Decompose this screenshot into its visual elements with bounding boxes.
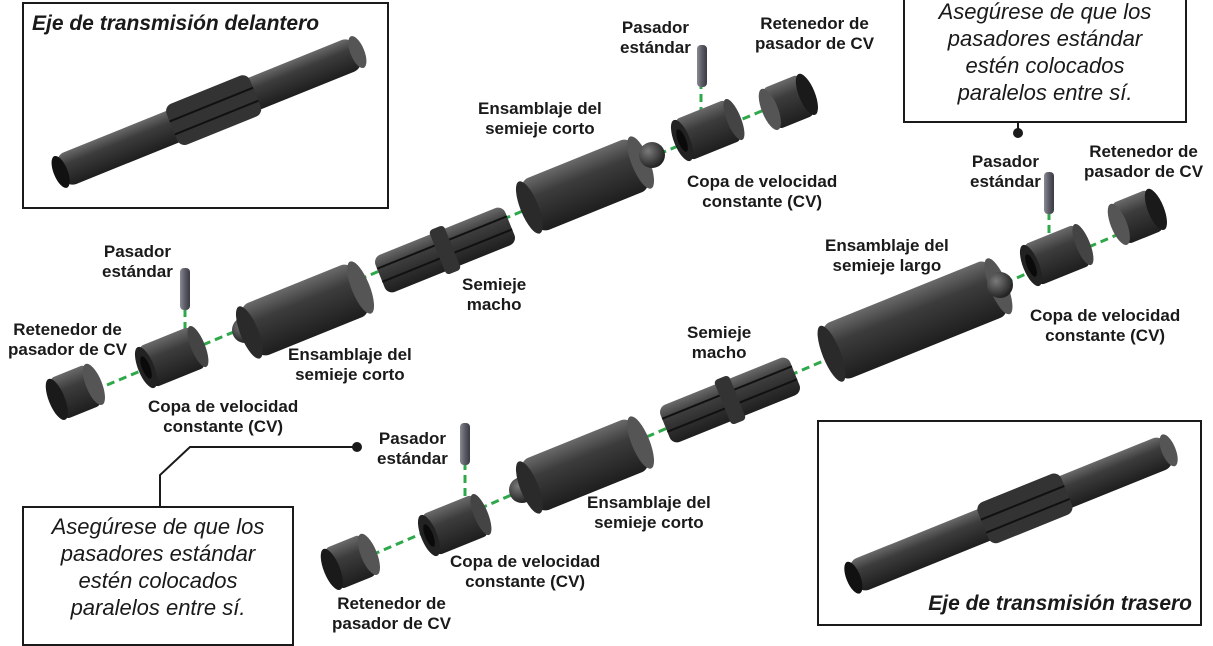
rear-driveshaft-box: Eje de transmisión trasero: [817, 420, 1202, 626]
label-pin-rear-bottom: Pasador estándar: [377, 429, 448, 469]
label-line: Semieje: [687, 323, 752, 342]
callout-dot-top: [1013, 128, 1023, 138]
label-line: semieje largo: [832, 256, 942, 275]
label-line: estándar: [377, 449, 448, 468]
label-short-shaft-front-left: Ensamblaje del semieje corto: [288, 345, 412, 385]
cv-cup-left: [134, 325, 209, 389]
label-short-shaft-rear-bottom: Ensamblaje del semieje corto: [587, 493, 711, 533]
front-driveshaft-box: Eje de transmisión delantero: [22, 2, 389, 209]
rear-box-title: Eje de transmisión trasero: [928, 592, 1192, 615]
label-line: Ensamblaje del: [587, 493, 711, 512]
label-line: estándar: [970, 172, 1041, 191]
label-line: Pasador: [621, 18, 689, 37]
note-line: pasadores estándar: [60, 541, 256, 566]
label-line: Ensamblaje del: [288, 345, 412, 364]
short-shaft-left: [235, 261, 375, 359]
short-shaft-top: [515, 136, 655, 234]
label-line: Copa de velocidad: [148, 397, 299, 416]
label-line: pasador de CV: [755, 34, 875, 53]
front-parts: [45, 45, 818, 420]
label-cv-cup-rear-right: Copa de velocidad constante (CV): [1030, 306, 1180, 346]
cv-retainer-bottom: [320, 533, 380, 590]
standard-pin-right: [1044, 172, 1054, 214]
note-line: Asegúrese de que los: [51, 514, 265, 539]
label-line: Copa de velocidad: [450, 552, 601, 571]
note-line: pasadores estándar: [947, 26, 1143, 51]
standard-pin-bottom: [460, 423, 470, 465]
label-short-shaft-front-top: Ensamblaje del semieje corto: [478, 99, 602, 139]
label-line: macho: [691, 343, 747, 362]
note-line: paralelos entre sí.: [957, 80, 1133, 105]
note-top-right: Asegúrese de que los pasadores estándar …: [903, 0, 1187, 123]
standard-pin-left: [180, 268, 190, 310]
short-shaft-bottom: [515, 416, 655, 514]
label-retainer-front-left: Retenedor de pasador de CV: [8, 320, 127, 360]
label-line: semieje corto: [594, 513, 704, 532]
label-male-shaft-rear: Semieje macho: [687, 323, 751, 363]
label-line: Copa de velocidad: [1030, 306, 1181, 325]
label-retainer-rear-bottom: Retenedor de pasador de CV: [332, 594, 451, 634]
label-line: Pasador: [378, 429, 446, 448]
front-driveshaft-image: [51, 36, 367, 188]
label-retainer-rear-right: Retenedor de pasador de CV: [1084, 142, 1203, 182]
label-line: Retenedor de: [337, 594, 446, 613]
rear-parts: [320, 172, 1167, 590]
male-shaft-front: [375, 207, 515, 293]
label-cv-cup-front-left: Copa de velocidad constante (CV): [148, 397, 298, 437]
rear-driveshaft-image: [844, 434, 1178, 594]
note-line: estén colocados: [78, 568, 238, 593]
label-line: semieje corto: [485, 119, 595, 138]
label-line: Retenedor de: [1089, 142, 1198, 161]
note-line: estén colocados: [965, 53, 1125, 78]
label-line: constante (CV): [465, 572, 586, 591]
note-bottom-left: Asegúrese de que los pasadores estándar …: [22, 506, 294, 646]
label-line: pasador de CV: [1084, 162, 1204, 181]
cv-cup-right: [1019, 223, 1094, 287]
note-line: paralelos entre sí.: [70, 595, 246, 620]
label-long-shaft: Ensamblaje del semieje largo: [825, 236, 949, 276]
label-line: constante (CV): [163, 417, 284, 436]
cv-cup-bottom: [417, 493, 492, 557]
label-line: macho: [466, 295, 522, 314]
label-cv-cup-rear-bottom: Copa de velocidad constante (CV): [450, 552, 600, 592]
callout-dot-bottom: [352, 442, 362, 452]
cv-retainer-left: [45, 363, 105, 420]
label-pin-front-left: Pasador estándar: [102, 242, 173, 282]
standard-pin-top: [697, 45, 707, 87]
label-line: pasador de CV: [332, 614, 452, 633]
label-pin-front-top: Pasador estándar: [620, 18, 691, 58]
label-line: Ensamblaje del: [825, 236, 949, 255]
label-line: Retenedor de: [13, 320, 122, 339]
cv-retainer-right: [1107, 188, 1167, 245]
label-line: estándar: [620, 38, 691, 57]
male-shaft-rear: [660, 357, 800, 443]
label-retainer-front-top: Retenedor de pasador de CV: [755, 14, 874, 54]
label-cv-cup-front-top: Copa de velocidad constante (CV): [687, 172, 837, 212]
label-line: Pasador: [971, 152, 1039, 171]
label-line: constante (CV): [702, 192, 823, 211]
label-line: constante (CV): [1045, 326, 1166, 345]
label-male-shaft-front: Semieje macho: [462, 275, 526, 315]
label-pin-rear-right: Pasador estándar: [970, 152, 1041, 192]
front-box-title: Eje de transmisión delantero: [32, 12, 320, 35]
label-line: Retenedor de: [760, 14, 869, 33]
label-line: Ensamblaje del: [478, 99, 602, 118]
note-line: Asegúrese de que los: [938, 0, 1152, 24]
cv-retainer-top: [758, 73, 818, 130]
cv-cup-top: [670, 98, 745, 162]
label-line: Pasador: [103, 242, 171, 261]
label-line: estándar: [102, 262, 173, 281]
label-line: semieje corto: [295, 365, 405, 384]
label-line: Copa de velocidad: [687, 172, 838, 191]
label-line: pasador de CV: [8, 340, 128, 359]
label-line: Semieje: [462, 275, 527, 294]
